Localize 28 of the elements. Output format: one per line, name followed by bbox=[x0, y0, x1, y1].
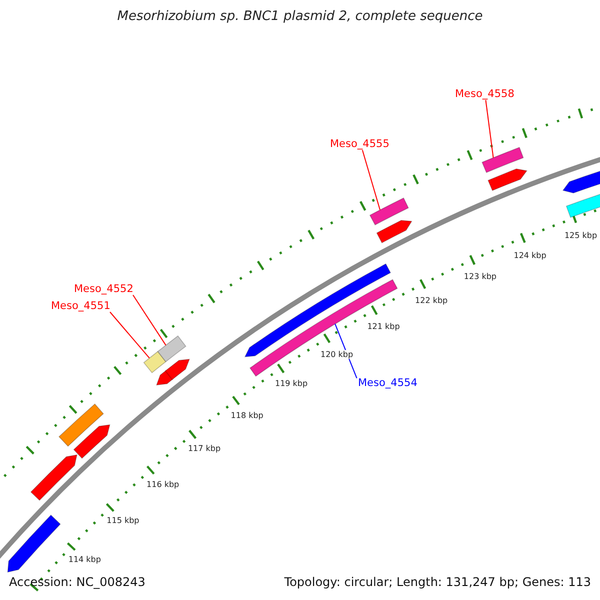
gene-feature bbox=[370, 198, 409, 226]
tick-label: 125 kbp bbox=[564, 231, 598, 240]
gene-feature bbox=[143, 351, 166, 374]
tick-label: 115 kbp bbox=[106, 516, 140, 526]
gene-label: Meso_4555 bbox=[330, 138, 390, 150]
tick-label: 124 kbp bbox=[514, 250, 546, 260]
tick-label: 122 kbp bbox=[415, 296, 448, 306]
leader-line bbox=[362, 150, 380, 210]
leader-line bbox=[132, 294, 166, 346]
gene-feature bbox=[250, 279, 398, 377]
tick-label: 116 kbp bbox=[146, 480, 180, 489]
footer-text: Topology: circular; Length: 131,247 bp; Genes: 113 bbox=[284, 575, 591, 589]
gene-feature bbox=[482, 147, 524, 173]
gene-label: Meso_4552 bbox=[74, 283, 134, 295]
tick-label: 121 kbp bbox=[367, 322, 400, 331]
tick-label: 118 kbp bbox=[230, 410, 264, 420]
tick-label: 120 kbp bbox=[320, 350, 354, 359]
gene-feature bbox=[157, 336, 186, 362]
tick-label: 114 kbp bbox=[68, 555, 101, 564]
tick-label: 123 kbp bbox=[464, 272, 497, 282]
tick-label: 117 kbp bbox=[188, 444, 221, 454]
leader-line bbox=[485, 100, 494, 158]
map-title: Mesorhizobium sp. BNC1 plasmid 2, complete sequence bbox=[116, 9, 484, 24]
gene-label: Meso_4554 bbox=[358, 377, 418, 389]
gene-label: Meso_4558 bbox=[455, 88, 514, 100]
leader-line bbox=[110, 312, 150, 359]
footer-text: Accession: NC_008243 bbox=[9, 575, 146, 589]
gene-label: Meso_4551 bbox=[51, 300, 110, 312]
